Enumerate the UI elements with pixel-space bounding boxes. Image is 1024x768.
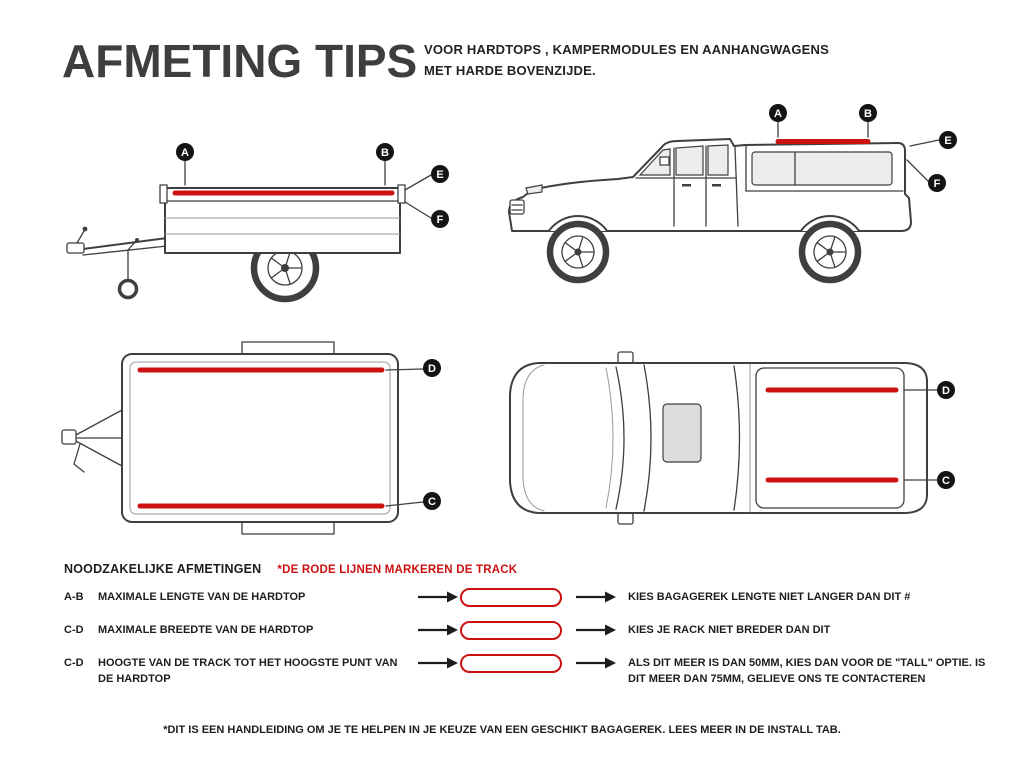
dimension-box bbox=[460, 588, 562, 607]
track-legend: *DE RODE LIJNEN MARKEREN DE TRACK bbox=[277, 564, 518, 576]
svg-text:C: C bbox=[428, 496, 436, 508]
arrow-icon bbox=[576, 591, 616, 609]
marker-f: F bbox=[928, 174, 946, 192]
measurements-section: NOODZAKELIJKE AFMETINGEN *DE RODE LIJNEN … bbox=[64, 562, 989, 688]
marker-c: C bbox=[937, 471, 955, 489]
arrow-icon bbox=[418, 591, 458, 609]
measure-row-height: C-D HOOGTE VAN DE TRACK TOT HET HOOGSTE … bbox=[64, 653, 989, 688]
marker-d: D bbox=[423, 359, 441, 377]
svg-text:D: D bbox=[942, 385, 950, 397]
row-label: HOOGTE VAN DE TRACK TOT HET HOOGSTE PUNT… bbox=[98, 656, 398, 685]
svg-text:D: D bbox=[428, 363, 436, 375]
marker-e: E bbox=[431, 165, 449, 183]
marker-b: B bbox=[376, 143, 394, 161]
measure-row-length: A-B MAXIMALE LENGTE VAN DE HARDTOP KIES … bbox=[64, 588, 989, 609]
row-result: KIES JE RACK NIET BREDER DAN DIT bbox=[628, 623, 831, 636]
svg-text:F: F bbox=[934, 178, 941, 190]
svg-text:F: F bbox=[437, 214, 444, 226]
truck-top-view-diagram: D C bbox=[509, 351, 955, 525]
measure-header: NOODZAKELIJKE AFMETINGEN *DE RODE LIJNEN … bbox=[64, 562, 989, 576]
truck-front-wheel bbox=[546, 220, 610, 284]
subtitle-line-2: MET HARDE BOVENZIJDE. bbox=[424, 62, 596, 78]
truck-top-canopy bbox=[755, 367, 905, 509]
svg-text:A: A bbox=[774, 108, 782, 120]
marker-b: B bbox=[859, 104, 877, 122]
svg-text:A: A bbox=[181, 147, 189, 159]
row-label: MAXIMALE BREEDTE VAN DE HARDTOP bbox=[98, 623, 314, 636]
marker-c: C bbox=[423, 492, 441, 510]
row-code: C-D bbox=[64, 656, 84, 669]
truck-rear-wheel bbox=[798, 220, 862, 284]
truck-side-view-diagram: A B E F bbox=[508, 104, 957, 284]
page-subtitle: VOOR HARDTOPS , KAMPERMODULES EN AANHANG… bbox=[424, 40, 829, 82]
subtitle-line-1: VOOR HARDTOPS , KAMPERMODULES EN AANHANG… bbox=[424, 42, 830, 57]
arrow-icon bbox=[576, 657, 616, 675]
arrow-icon bbox=[576, 624, 616, 642]
arrow-icon bbox=[418, 624, 458, 642]
row-code: C-D bbox=[64, 623, 84, 636]
marker-d: D bbox=[937, 381, 955, 399]
row-label: MAXIMALE LENGTE VAN DE HARDTOP bbox=[98, 591, 306, 603]
svg-text:C: C bbox=[942, 475, 950, 487]
arrow-icon bbox=[418, 657, 458, 675]
row-code: A-B bbox=[64, 591, 84, 603]
dimension-box bbox=[460, 620, 562, 640]
trailer-top-drawbar bbox=[61, 409, 123, 473]
trailer-side-view-diagram: A B E F bbox=[66, 143, 449, 303]
row-result: ALS DIT MEER IS DAN 50MM, KIES DAN VOOR … bbox=[628, 656, 986, 685]
footer-note: *DIT IS EEN HANDLEIDING OM JE TE HELPEN … bbox=[163, 724, 841, 736]
section-heading: NOODZAKELIJKE AFMETINGEN bbox=[64, 562, 262, 576]
trailer-top-body bbox=[121, 341, 399, 535]
marker-a: A bbox=[769, 104, 787, 122]
truck-canopy bbox=[745, 145, 904, 192]
svg-text:E: E bbox=[944, 135, 951, 147]
trailer-box bbox=[159, 184, 406, 254]
row-result: KIES BAGAGEREK LENGTE NIET LANGER DAN DI… bbox=[628, 591, 911, 603]
marker-f: F bbox=[431, 210, 449, 228]
marker-e: E bbox=[939, 131, 957, 149]
svg-text:B: B bbox=[381, 147, 389, 159]
svg-text:E: E bbox=[436, 169, 443, 181]
measure-row-width: C-D MAXIMALE BREEDTE VAN DE HARDTOP KIES… bbox=[64, 620, 989, 642]
page-title: AFMETING TIPS bbox=[62, 35, 418, 87]
svg-text:B: B bbox=[864, 108, 872, 120]
dimension-box bbox=[460, 653, 562, 673]
marker-a: A bbox=[176, 143, 194, 161]
trailer-drawbar bbox=[66, 226, 168, 300]
trailer-top-view-diagram: D C bbox=[61, 341, 441, 535]
